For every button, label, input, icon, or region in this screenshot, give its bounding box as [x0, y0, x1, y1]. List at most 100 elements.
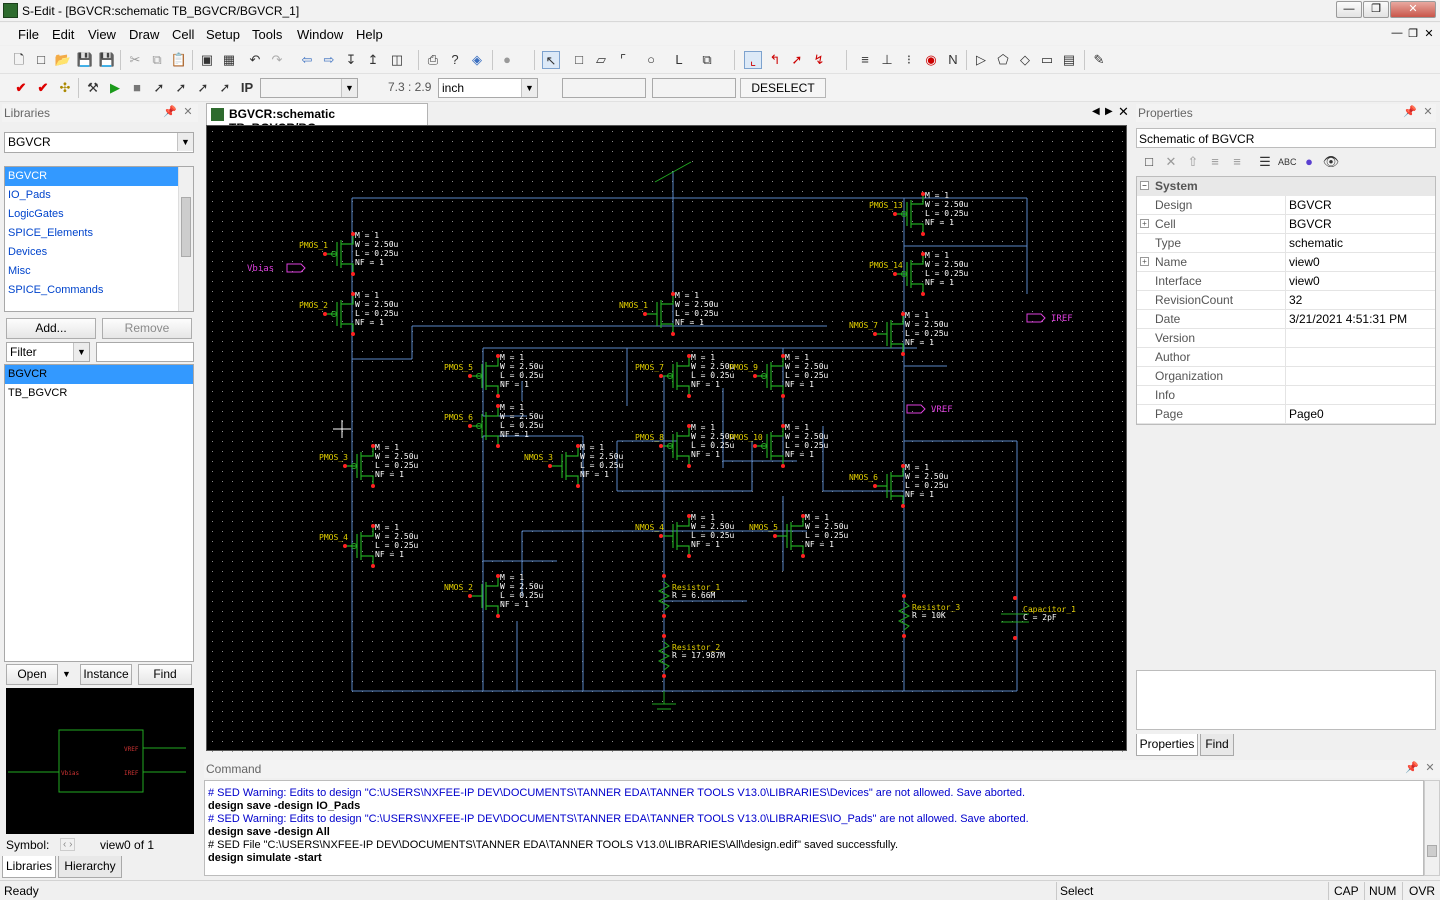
global-port-icon[interactable]: ⊥	[881, 52, 893, 67]
port-vref[interactable]: VREF	[906, 404, 953, 415]
library-item[interactable]: LogicGates	[8, 208, 64, 220]
bidir-port-icon[interactable]: ◇	[1020, 52, 1030, 67]
properties-pin-icon[interactable]: 📌	[1403, 106, 1417, 118]
help-icon[interactable]: ?	[451, 52, 459, 67]
tab-find[interactable]: Find	[1200, 734, 1234, 756]
resistor[interactable]: Resistor_2R = 17.987M	[657, 634, 725, 678]
command-close-icon[interactable]: ✕	[1425, 762, 1435, 774]
instance-button[interactable]: Instance	[80, 664, 132, 685]
menu-help[interactable]: Help	[356, 27, 383, 42]
probe-current-icon[interactable]: ➚	[175, 80, 187, 95]
stop-sim-icon[interactable]: ■	[133, 80, 141, 95]
port-array-icon[interactable]: ≡	[861, 52, 869, 67]
mdi-close-icon[interactable]: ✕	[1424, 28, 1434, 40]
redo-icon[interactable]: ↷	[271, 52, 283, 67]
property-value[interactable]: 32	[1289, 293, 1303, 307]
property-row[interactable]: Author	[1137, 348, 1435, 367]
wire-diag-icon[interactable]: ➚	[791, 52, 803, 67]
resistor[interactable]: Resistor_1R = 6.66M	[657, 574, 720, 618]
move-up-icon[interactable]: ⇧	[1187, 154, 1199, 169]
property-value[interactable]: view0	[1289, 274, 1320, 288]
probe-voltage-icon[interactable]: ➚	[153, 80, 165, 95]
cell-list[interactable]: BGVCR TB_BGVCR	[4, 364, 194, 662]
other-port-icon[interactable]: ▭	[1040, 52, 1054, 67]
circle-dropdown-icon[interactable]: ●	[503, 52, 511, 67]
polygon-icon[interactable]: ▱	[596, 52, 606, 67]
add-library-button[interactable]: Add...	[6, 318, 96, 339]
document-tab[interactable]: BGVCR:schematic TB_BGVCR/BG...	[206, 103, 428, 135]
tab-libraries[interactable]: Libraries	[2, 856, 56, 878]
output-port-icon[interactable]: ⬠	[997, 52, 1009, 67]
visibility-icon[interactable]: 👁	[1322, 154, 1340, 169]
terminal-port-icon[interactable]: ▤	[1062, 52, 1076, 67]
box-icon[interactable]: □	[575, 52, 583, 67]
probe-power-icon[interactable]: ➚	[197, 80, 209, 95]
property-value[interactable]: BGVCR	[1289, 198, 1332, 212]
symbol-prev-icon[interactable]: ‹ ›	[60, 838, 76, 851]
property-value[interactable]: Page0	[1289, 407, 1324, 421]
zoom-fit-icon[interactable]: ▣	[200, 52, 214, 67]
expand-icon[interactable]: +	[1140, 219, 1149, 228]
resistor[interactable]: Resistor_3R = 10K	[897, 594, 960, 638]
pin-icon[interactable]: 📌	[163, 106, 177, 118]
menu-window[interactable]: Window	[297, 27, 344, 42]
system-category[interactable]: –System	[1137, 177, 1435, 196]
panel-close-icon[interactable]: ✕	[183, 106, 193, 118]
wire-angle-icon[interactable]: ⌜	[619, 52, 627, 67]
library-item[interactable]: Devices	[8, 246, 48, 258]
menu-setup[interactable]: Setup	[206, 27, 240, 42]
cell-item[interactable]: BGVCR	[5, 365, 193, 384]
command-scrollbar[interactable]	[1424, 780, 1440, 876]
new-icon[interactable]: 🗋	[13, 52, 25, 67]
pop-icon[interactable]: ↥	[367, 52, 379, 67]
undo-icon[interactable]: ↶	[249, 52, 261, 67]
save-all-icon[interactable]: 💾	[98, 52, 116, 67]
setup-sim-icon[interactable]: ⚒	[87, 80, 99, 95]
mdi-restore-icon[interactable]: ❐	[1408, 28, 1418, 40]
zoom-box-icon[interactable]: ▦	[222, 52, 236, 67]
menu-file[interactable]: File	[18, 27, 39, 42]
input-port-icon[interactable]: ▷	[976, 52, 986, 67]
property-row[interactable]: Organization	[1137, 367, 1435, 386]
wire-icon[interactable]: ⌞	[744, 51, 762, 69]
units-select[interactable]: inch▼	[438, 78, 538, 98]
check-all-icon[interactable]: ✔	[37, 80, 49, 95]
delete-property-icon[interactable]: ✕	[1165, 154, 1177, 169]
net-name-icon[interactable]: N	[948, 52, 958, 67]
paste-property-icon[interactable]: ≡	[1233, 154, 1241, 169]
field-b[interactable]	[652, 78, 736, 98]
field-a[interactable]	[562, 78, 646, 98]
bus-icon[interactable]: ↯	[813, 52, 825, 67]
cell-item[interactable]: TB_BGVCR	[8, 387, 68, 399]
back-icon[interactable]: ⇦	[301, 52, 313, 67]
restore-button[interactable]: ❐	[1363, 1, 1389, 18]
color-icon[interactable]: ●	[1305, 154, 1313, 169]
command-pin-icon[interactable]: 📌	[1405, 762, 1419, 774]
save-icon[interactable]: 💾	[76, 52, 94, 67]
net-cap-icon[interactable]: ⁝	[906, 52, 912, 67]
property-value[interactable]: BGVCR	[1289, 217, 1332, 231]
property-row[interactable]: Info	[1137, 386, 1435, 405]
menu-cell[interactable]: Cell	[172, 27, 195, 42]
probe-icon[interactable]: ◉	[925, 52, 937, 67]
deselect-button[interactable]: DESELECT	[740, 78, 826, 98]
label-icon[interactable]: L	[675, 52, 683, 67]
library-item[interactable]: SPICE_Commands	[8, 284, 104, 296]
capacitor[interactable]: Capacitor_1C = 2pF	[1001, 596, 1076, 640]
